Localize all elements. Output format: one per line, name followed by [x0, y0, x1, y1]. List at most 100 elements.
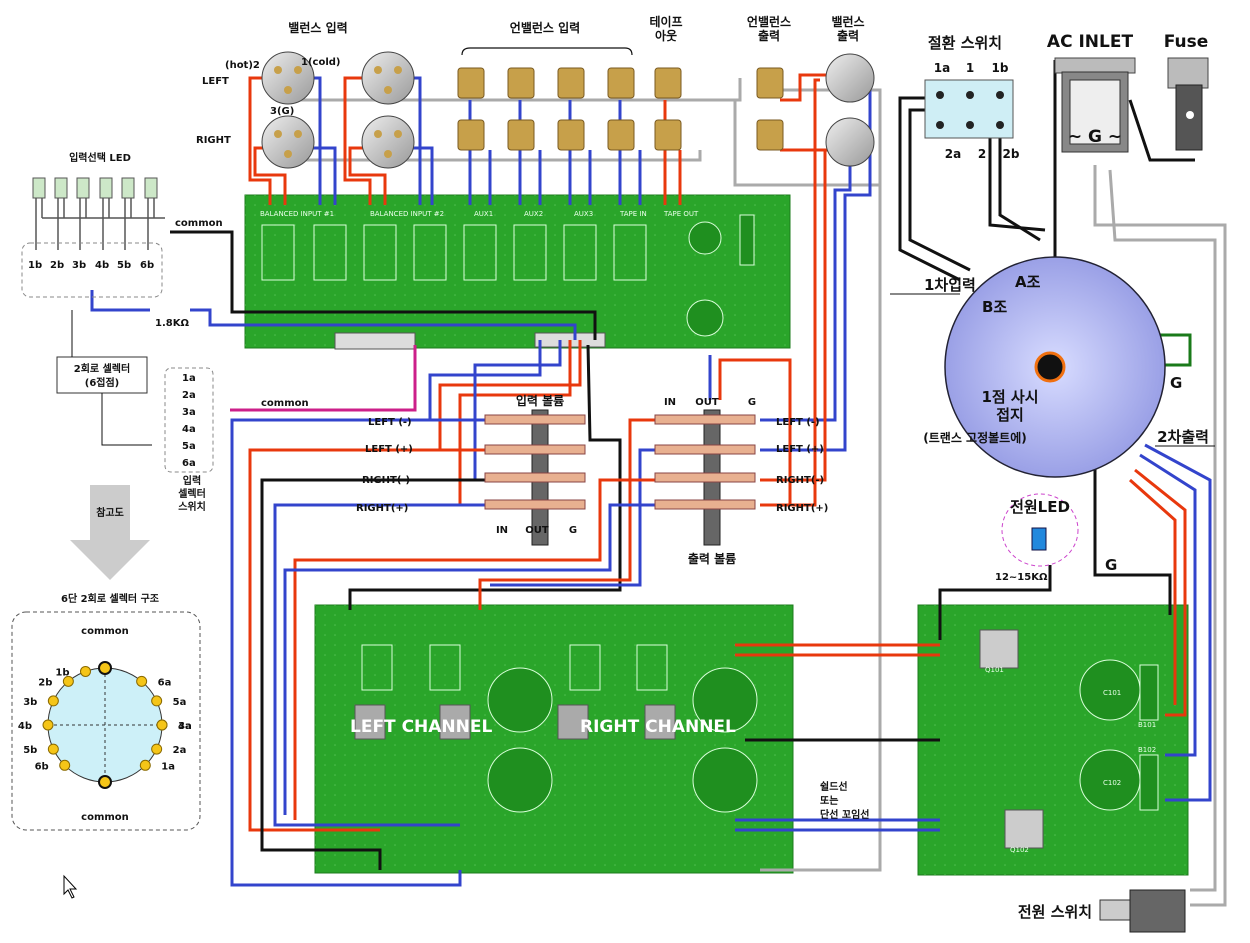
tape-out-label-2: 아웃 — [655, 28, 677, 43]
pcb-label-bal1: BALANCED INPUT #1 — [260, 210, 334, 218]
svg-text:1b: 1b — [28, 260, 42, 271]
secondary-output-label: 2차출력 — [1157, 428, 1209, 446]
power-switch — [1099, 889, 1186, 933]
switch-1a: 1a — [934, 61, 950, 75]
ring-label-6b: 6b — [35, 761, 49, 772]
pcb-label-aux3: AUX3 — [574, 210, 593, 218]
power-switch-label: 전원 스위치 — [1018, 903, 1092, 921]
ring-common-contact — [98, 661, 112, 675]
q101-label: Q101 — [985, 666, 1004, 674]
fuse-label: Fuse — [1164, 32, 1209, 52]
selector-box-side — [164, 367, 214, 473]
ground-g-label: G — [1170, 374, 1182, 392]
svg-text:3a: 3a — [182, 407, 196, 418]
b102-label: B102 — [1138, 746, 1156, 754]
toggle-switch — [924, 79, 1014, 139]
ring-label-5a: 5a — [173, 697, 187, 708]
pcb-label-tape-in: TAPE IN — [619, 210, 647, 218]
output-volume-label: 출력 볼륨 — [688, 551, 736, 566]
input-volume-label: 입력 볼륨 — [516, 393, 564, 408]
common-label-top: common — [175, 218, 223, 229]
q102-label: Q102 — [1010, 846, 1029, 854]
pcb-label-aux1: AUX1 — [474, 210, 493, 218]
svg-text:2b: 2b — [50, 260, 64, 271]
ring-label-4b: 4b — [18, 721, 32, 732]
svg-text:6a: 6a — [182, 458, 196, 469]
selector-pcb: BALANCED INPUT #1 BALANCED INPUT #2 AUX1… — [244, 194, 791, 350]
out-vol-left-plus: LEFT (+) — [776, 444, 824, 455]
reference-label: 참고도 — [96, 506, 124, 519]
ring-contacts — [42, 661, 168, 789]
ring-label-1a: 1a — [161, 761, 175, 772]
switch-1: 1 — [966, 61, 974, 75]
bal-output-label-1: 밸런스 — [831, 14, 864, 29]
toroidal-transformer — [944, 256, 1166, 478]
left-channel-title: LEFT CHANNEL — [350, 717, 493, 737]
rca-jacks — [457, 67, 784, 151]
c101-label: C101 — [1103, 689, 1121, 697]
power-led-label: 전원LED — [1010, 498, 1070, 516]
tape-out-label-1: 테이프 — [649, 14, 682, 29]
reference-arrow — [70, 485, 150, 580]
unbal-output-label-1: 언밸런스 — [747, 14, 791, 29]
resistor-18k-label: 1.8KΩ — [155, 318, 189, 329]
svg-text:4b: 4b — [95, 260, 109, 271]
c102-label: C102 — [1103, 779, 1121, 787]
ring-contact-6b — [59, 759, 71, 771]
svg-text:5a: 5a — [182, 441, 196, 452]
rotary-label-2: (6접점) — [85, 377, 120, 389]
ring-label-4a: 4a — [178, 721, 192, 732]
ring-contact-5a — [151, 695, 163, 707]
ring-contact-5b — [47, 743, 59, 755]
ps-ground-label: G — [1105, 556, 1117, 574]
balanced-output-jacks — [825, 53, 875, 167]
amplifier-pcb: LEFT CHANNEL RIGHT CHANNEL — [314, 604, 794, 874]
unbalanced-input-label: 언밸런스 입력 — [510, 20, 580, 35]
in-vol-right-plus: RIGHT(+) — [356, 503, 408, 514]
unbalanced-bracket — [461, 47, 633, 56]
ring-common-contact — [98, 775, 112, 789]
input-volume — [484, 409, 586, 546]
input-led-label: 입력선택 LED — [69, 151, 131, 164]
ground3-label: 3(G) — [270, 106, 294, 117]
switch-2: 2 — [978, 147, 986, 161]
svg-text:1a: 1a — [182, 373, 196, 384]
in-vol-out: OUT — [525, 525, 549, 536]
pcb-label-tape-out: TAPE OUT — [663, 210, 699, 218]
b101-label: B101 — [1138, 721, 1156, 729]
ring-common-bottom: common — [81, 812, 129, 823]
ac-inlet-label: AC INLET — [1047, 32, 1134, 52]
selector-label-3: 스위치 — [178, 500, 206, 513]
pcb-label-bal2: BALANCED INPUT #2 — [370, 210, 444, 218]
bal-output-label-2: 출력 — [837, 28, 859, 43]
led-leads — [35, 198, 165, 250]
shield-note-2: 또는 — [820, 795, 838, 807]
out-vol-left-minus: LEFT (-) — [776, 417, 820, 428]
in-vol-right-minus: RIGHT(-) — [362, 475, 410, 486]
common-label-side: common — [261, 398, 309, 409]
output-volume — [654, 409, 756, 546]
xlr-left-2 — [361, 51, 415, 105]
out-vol-right-plus: RIGHT(+) — [776, 503, 828, 514]
power-supply-pcb: C101 C102 Q101 Q102 B101 B102 — [917, 604, 1189, 876]
selector-contact-labels: 1a 2a 3a 4a 5a 6a — [182, 373, 196, 469]
ring-contact-1b — [80, 665, 92, 677]
trans-bolt-label: (트랜스 고정볼트에) — [923, 430, 1026, 445]
selector-switch-label: 절환 스위치 — [928, 34, 1002, 52]
right-label: RIGHT — [196, 135, 231, 146]
resistor-12-15k-label: 12~15KΩ — [995, 572, 1048, 583]
ring-box — [11, 611, 201, 831]
cold1-label: 1(cold) — [301, 57, 340, 68]
in-vol-g: G — [569, 525, 577, 536]
ring-label-2b: 2b — [38, 677, 52, 688]
out-vol-right-minus: RIGHT(-) — [776, 475, 824, 486]
led-array — [32, 177, 158, 199]
ring-label-3a: 3a — [178, 721, 192, 732]
six-step-title: 6단 2회로 셀렉터 구조 — [61, 592, 159, 605]
in-vol-in: IN — [496, 525, 508, 536]
ring-contact-3b — [47, 695, 59, 707]
selector-box-top — [21, 242, 163, 298]
b-set-label: B조 — [982, 298, 1007, 316]
ring-contact-2a — [151, 743, 163, 755]
